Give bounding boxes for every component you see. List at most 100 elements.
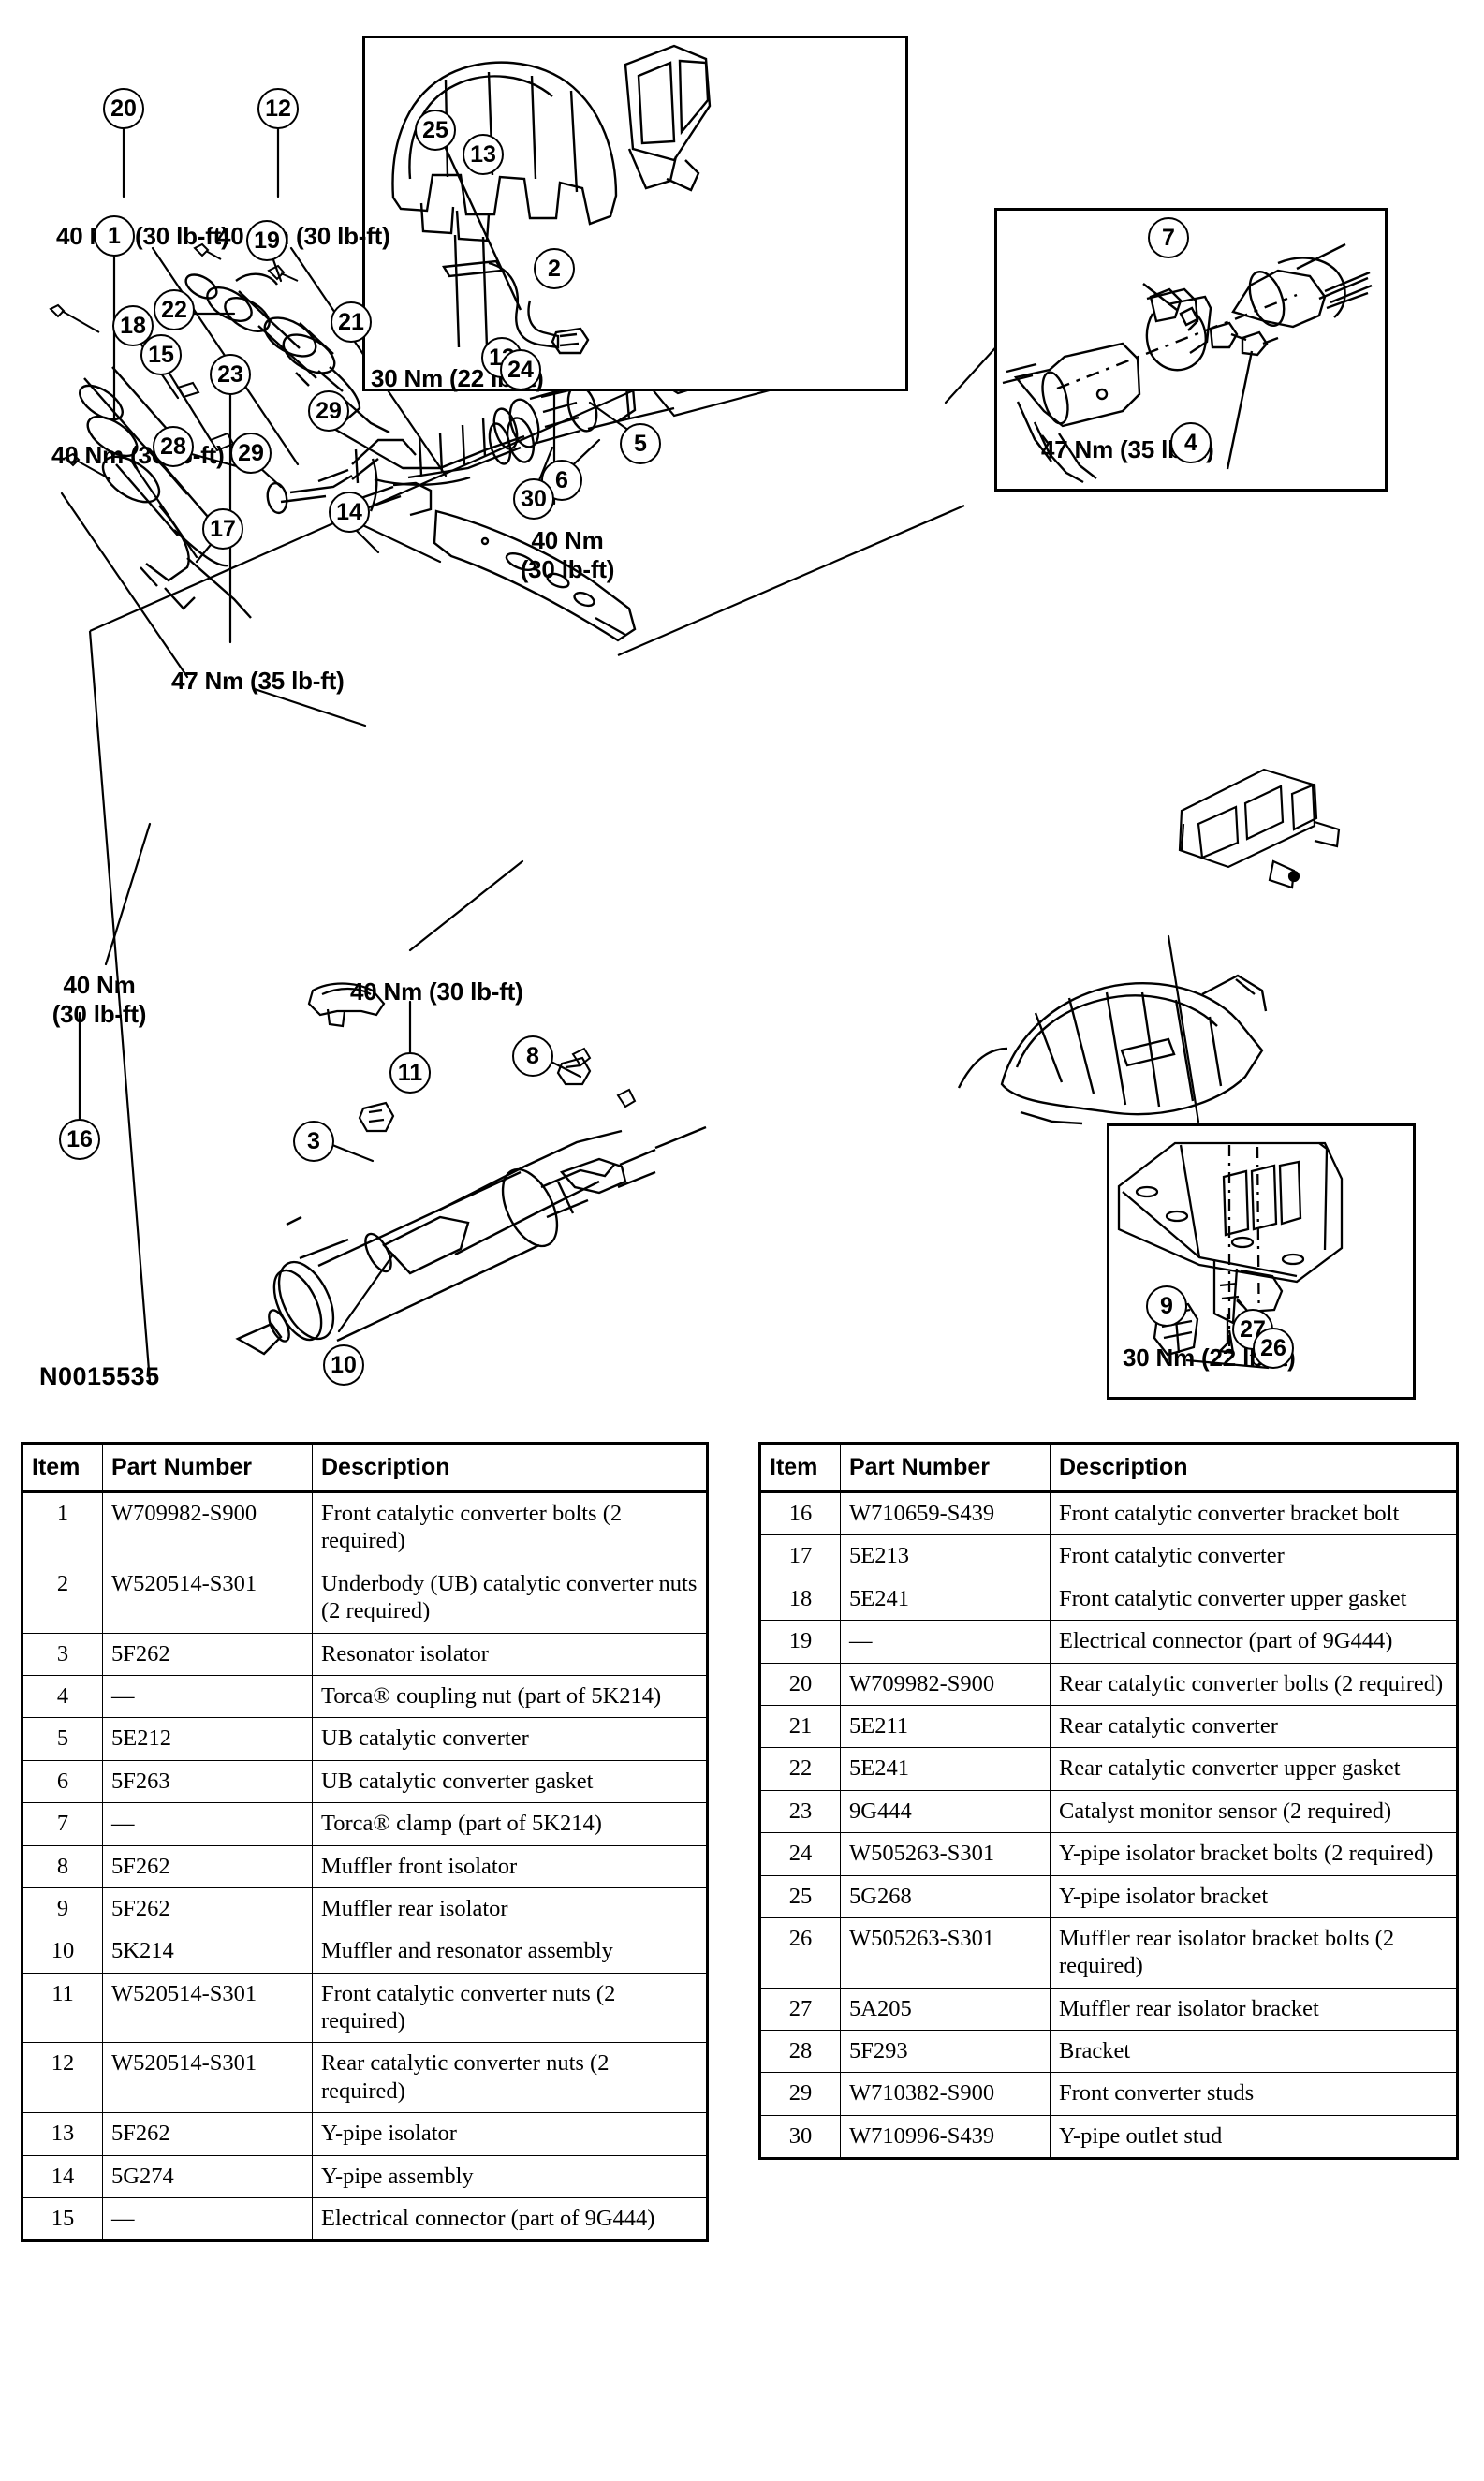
cell-description: Y-pipe assembly: [312, 2154, 708, 2199]
cell-part-number: —: [102, 2197, 313, 2242]
cell-part-number: W709982-S900: [840, 1662, 1051, 1706]
cell-item: 10: [22, 1930, 103, 1974]
cell-item: 4: [22, 1674, 103, 1719]
cell-part-number: W710659-S439: [840, 1490, 1051, 1536]
cell-description: Front catalytic converter: [1050, 1534, 1458, 1578]
callout-bubble-10[interactable]: 10: [323, 1344, 364, 1386]
cell-description: UB catalytic converter: [312, 1717, 708, 1761]
cell-item: 3: [22, 1632, 103, 1676]
cell-description: Bracket: [1050, 2030, 1458, 2074]
cell-description: Rear catalytic converter upper gasket: [1050, 1747, 1458, 1791]
cell-item: 18: [759, 1577, 841, 1622]
cell-description: Underbody (UB) catalytic converter nuts …: [312, 1562, 708, 1634]
cell-description: Rear catalytic converter nuts (2 require…: [312, 2042, 708, 2114]
callout-bubble-29a[interactable]: 29: [308, 390, 349, 432]
torque-label-2: 40 Nm (30 lb-ft): [520, 526, 615, 583]
cell-description: Front converter studs: [1050, 2072, 1458, 2116]
callout-bubble-18[interactable]: 18: [112, 305, 154, 346]
callout-bubble-19[interactable]: 19: [246, 220, 287, 261]
cell-part-number: 5E212: [102, 1717, 313, 1761]
callout-bubble-9[interactable]: 9: [1146, 1285, 1187, 1327]
callout-bubble-5[interactable]: 5: [620, 423, 661, 464]
callout-bubble-15[interactable]: 15: [140, 334, 182, 375]
callout-bubble-20[interactable]: 20: [103, 88, 144, 129]
callout-bubble-2[interactable]: 2: [534, 248, 575, 289]
col-header-description: Description: [1050, 1443, 1458, 1493]
cell-description: Y-pipe isolator bracket: [1050, 1874, 1458, 1918]
cell-part-number: 5F293: [840, 2030, 1051, 2074]
callout-bubble-8[interactable]: 8: [512, 1035, 553, 1077]
callout-bubble-21[interactable]: 21: [331, 301, 372, 343]
cell-description: Front catalytic converter bolts (2 requi…: [312, 1491, 708, 1563]
callout-bubble-11[interactable]: 11: [389, 1052, 431, 1094]
cell-part-number: 5F263: [102, 1759, 313, 1804]
callout-bubble-4[interactable]: 4: [1170, 422, 1212, 463]
callout-bubble-26[interactable]: 26: [1253, 1328, 1294, 1369]
callout-bubble-7[interactable]: 7: [1148, 217, 1189, 258]
cell-part-number: 5E213: [840, 1534, 1051, 1578]
cell-part-number: 5K214: [102, 1930, 313, 1974]
cell-item: 22: [759, 1747, 841, 1791]
cell-part-number: —: [102, 1674, 313, 1719]
cell-description: Front catalytic converter bracket bolt: [1050, 1490, 1458, 1536]
callout-bubble-25[interactable]: 25: [415, 110, 456, 151]
cell-item: 5: [22, 1717, 103, 1761]
callout-bubble-1[interactable]: 1: [94, 215, 135, 257]
cell-description: Catalyst monitor sensor (2 required): [1050, 1789, 1458, 1834]
cell-item: 29: [759, 2072, 841, 2116]
cell-description: Rear catalytic converter: [1050, 1704, 1458, 1749]
cell-description: Muffler rear isolator bracket bolts (2 r…: [1050, 1916, 1458, 1989]
callout-bubble-23[interactable]: 23: [210, 354, 251, 395]
cell-item: 14: [22, 2154, 103, 2199]
callout-bubble-14[interactable]: 14: [329, 492, 370, 533]
exploded-view-diagram: 40 Nm (30 lb-ft) 40 Nm (30 lb-ft) 40 Nm …: [39, 36, 1416, 1400]
cell-item: 30: [759, 2114, 841, 2160]
callout-bubble-28[interactable]: 28: [153, 426, 194, 467]
cell-item: 1: [22, 1491, 103, 1563]
cell-part-number: —: [840, 1620, 1051, 1664]
cell-item: 8: [22, 1844, 103, 1888]
torque-label-23: 47 Nm (35 lb-ft): [171, 667, 345, 695]
cell-description: Rear catalytic converter bolts (2 requir…: [1050, 1662, 1458, 1706]
cell-part-number: 5E211: [840, 1704, 1051, 1749]
table-header-row: Item Part Number Description: [22, 1443, 708, 1493]
table-header-row: Item Part Number Description: [759, 1443, 1458, 1493]
cell-item: 23: [759, 1789, 841, 1834]
cell-item: 17: [759, 1534, 841, 1578]
cell-description: Y-pipe isolator: [312, 2112, 708, 2156]
callout-bubble-30[interactable]: 30: [513, 478, 554, 520]
cell-part-number: 5F262: [102, 2112, 313, 2156]
callout-bubble-13a[interactable]: 13: [463, 134, 504, 175]
callout-bubble-16[interactable]: 16: [59, 1119, 100, 1160]
callout-bubble-22[interactable]: 22: [154, 289, 195, 330]
cell-part-number: W505263-S301: [840, 1832, 1051, 1876]
cell-part-number: 5F262: [102, 1844, 313, 1888]
cell-description: Y-pipe outlet stud: [1050, 2114, 1458, 2160]
cell-item: 20: [759, 1662, 841, 1706]
callout-bubble-29b[interactable]: 29: [230, 433, 272, 474]
callout-bubble-24[interactable]: 24: [500, 349, 541, 390]
callout-bubble-17[interactable]: 17: [202, 508, 243, 550]
cell-item: 6: [22, 1759, 103, 1804]
callout-bubble-3[interactable]: 3: [293, 1121, 334, 1162]
cell-item: 25: [759, 1874, 841, 1918]
torque-label-1: 40 Nm (30 lb-ft): [51, 441, 225, 469]
callout-bubble-12[interactable]: 12: [257, 88, 299, 129]
cell-description: Front catalytic converter nuts (2 requir…: [312, 1972, 708, 2044]
cell-item: 9: [22, 1886, 103, 1931]
